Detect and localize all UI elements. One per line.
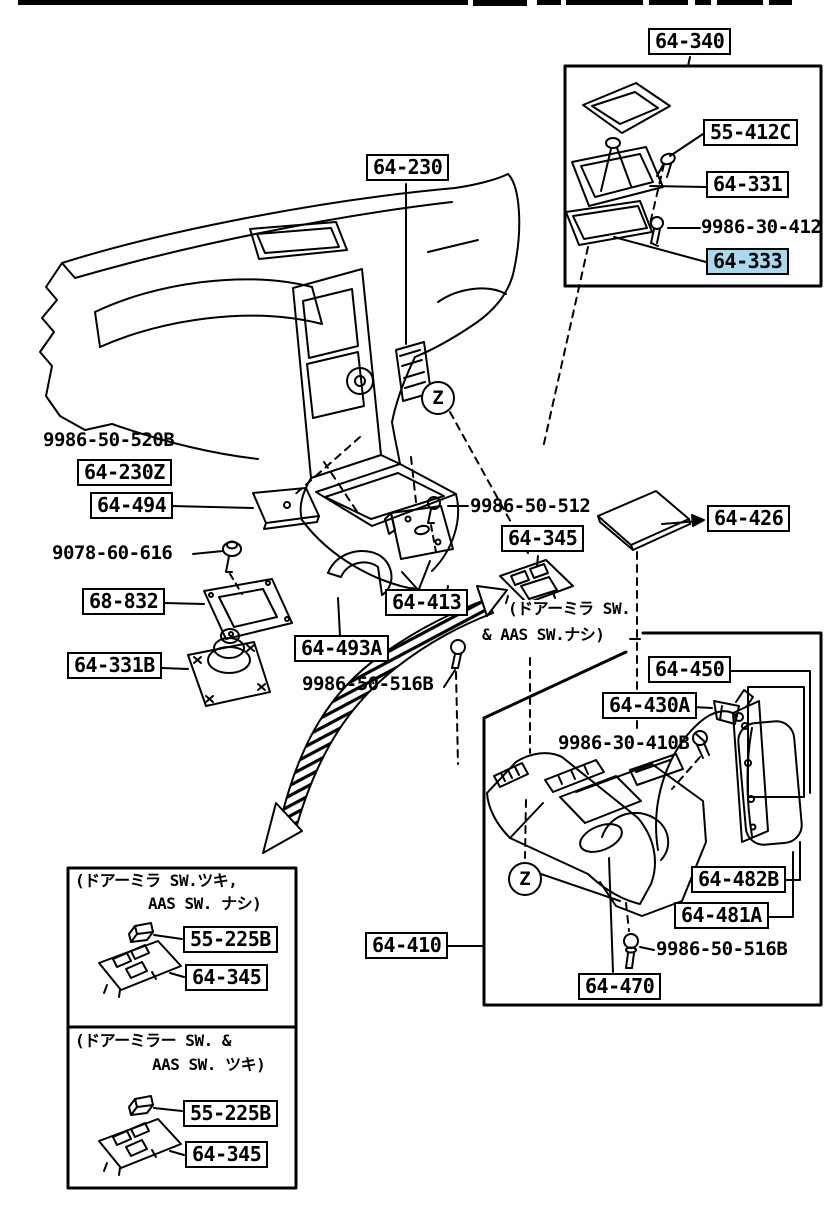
part-label-9986-30-410B[interactable]: 9986-30-410B [558, 732, 690, 754]
dashed-relation-lines [291, 411, 529, 554]
part-label-64-230Z[interactable]: 64-230Z [77, 459, 172, 486]
console-assembly-illustration [486, 686, 805, 917]
caption-box2-line2: AAS SW. ツキ) [152, 1055, 266, 1075]
part-label-64-410[interactable]: 64-410 [365, 932, 449, 959]
part-9986-50-516B-screw-left [443, 639, 466, 765]
dashboard-illustration [39, 173, 521, 613]
zone-marker-z-bottom: Z [508, 862, 542, 896]
part-9986-30-410B-screw [692, 730, 710, 759]
caption-main-line1: (ドアーミラ SW. [508, 599, 631, 619]
variant-box-2 [66, 1025, 298, 1190]
part-label-64-494[interactable]: 64-494 [90, 492, 174, 519]
part-label-55-225B-2[interactable]: 55-225B [183, 1100, 278, 1127]
part-label-9986-30-412[interactable]: 9986-30-412 [701, 216, 822, 238]
part-label-64-331B[interactable]: 64-331B [67, 652, 162, 679]
part-64-493A-duct [327, 549, 393, 637]
part-label-64-470[interactable]: 64-470 [578, 973, 662, 1000]
part-label-64-230[interactable]: 64-230 [366, 154, 450, 181]
part-label-64-345-2[interactable]: 64-345 [185, 964, 269, 991]
leader-dashed-lid-to-console [542, 246, 589, 449]
part-9078-60-616-screw [192, 540, 243, 595]
console-assembly-box [482, 631, 823, 1007]
caption-box1-line1: (ドアーミラ SW.ツキ, [75, 871, 238, 891]
part-label-55-412C[interactable]: 55-412C [703, 119, 798, 146]
part-label-64-482B[interactable]: 64-482B [691, 866, 786, 893]
part-9986-50-512-screw [427, 496, 469, 553]
big-curved-arrow [262, 585, 508, 854]
part-label-64-331[interactable]: 64-331 [706, 171, 790, 198]
part-64-494-pad [170, 487, 320, 530]
part-68-832-plate [163, 578, 293, 640]
part-label-64-340[interactable]: 64-340 [648, 28, 732, 55]
part-label-9986-50-520B[interactable]: 9986-50-520B [43, 429, 175, 451]
zone-marker-z-top: Z [421, 381, 455, 415]
part-label-64-481A[interactable]: 64-481A [674, 902, 769, 929]
part-label-9986-50-512[interactable]: 9986-50-512 [470, 495, 591, 517]
caption-box1-line2: AAS SW. ナシ) [148, 894, 262, 914]
part-label-64-430A[interactable]: 64-430A [602, 692, 697, 719]
console-box-leaders [447, 657, 811, 973]
part-label-64-413[interactable]: 64-413 [385, 589, 469, 616]
part-label-64-345-3[interactable]: 64-345 [185, 1141, 269, 1168]
part-label-64-345[interactable]: 64-345 [501, 525, 585, 552]
part-label-64-450[interactable]: 64-450 [648, 656, 732, 683]
part-label-55-225B[interactable]: 55-225B [183, 926, 278, 953]
console-lid-detail-box [563, 56, 823, 288]
cropped-header-bar [18, 0, 792, 6]
caption-main-line2: & AAS SW.ナシ) [482, 625, 605, 645]
part-label-64-426[interactable]: 64-426 [707, 505, 791, 532]
part-label-64-493A[interactable]: 64-493A [294, 635, 389, 662]
caption-box2-line1: (ドアーミラー SW. & [75, 1031, 231, 1051]
part-64-345-switch-top [499, 555, 574, 604]
part-label-9078-60-616[interactable]: 9078-60-616 [52, 542, 173, 564]
part-label-68-832[interactable]: 68-832 [82, 588, 166, 615]
part-label-64-333-highlighted[interactable]: 64-333 [706, 248, 790, 275]
part-label-9986-50-516B[interactable]: 9986-50-516B [302, 673, 434, 695]
part-64-413-bracket [384, 505, 454, 590]
part-64-331B-boot [161, 628, 271, 707]
part-9986-50-516B-screw-right [623, 933, 655, 969]
part-label-9986-50-516B-2[interactable]: 9986-50-516B [656, 938, 788, 960]
